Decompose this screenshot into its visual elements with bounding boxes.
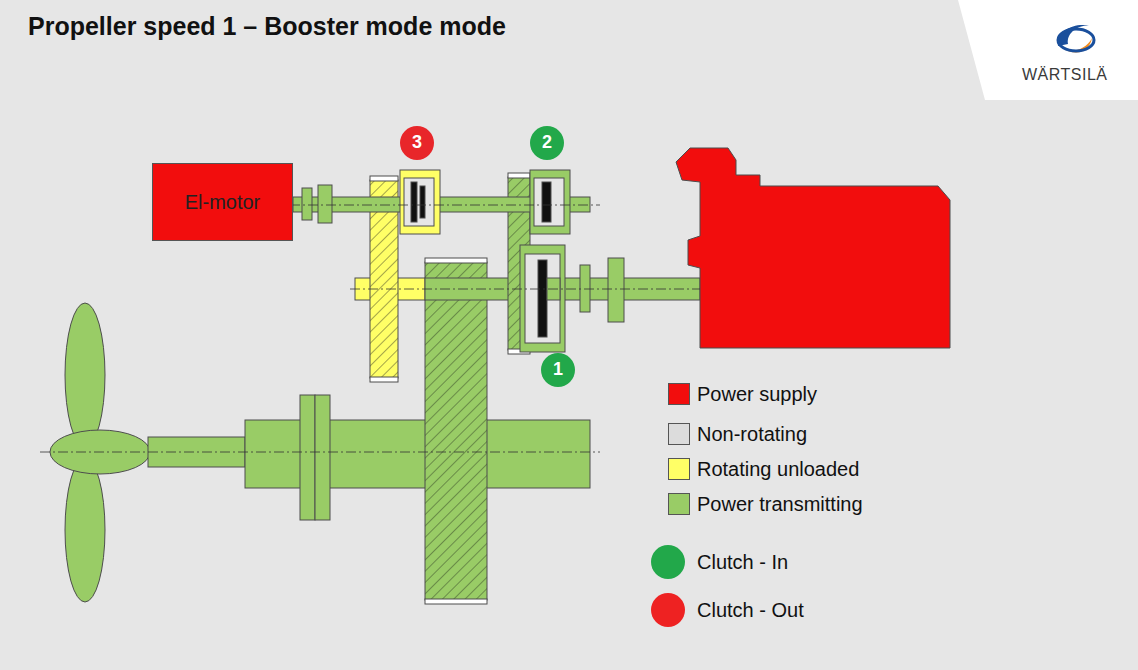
callout-number: 3	[400, 126, 434, 160]
clutch-plate	[420, 186, 425, 218]
logo-wordmark: WÄRTSILÄ	[1022, 66, 1108, 84]
motor-box: El-motor	[152, 163, 293, 241]
legend-swatch	[668, 458, 690, 480]
callout-number: 2	[530, 126, 564, 160]
legend-swatch	[668, 423, 690, 445]
clutch-cavity	[404, 178, 434, 226]
legend-text: Rotating unloaded	[697, 457, 859, 481]
clutch-housing	[530, 170, 570, 234]
clutch-plate	[538, 260, 547, 337]
gear-teeth	[370, 377, 398, 382]
gear-teeth	[508, 173, 530, 178]
flange	[300, 395, 315, 520]
clutch-plate	[411, 182, 417, 222]
slide-title: Propeller speed 1 – Booster mode mode	[28, 12, 506, 41]
legend-circle	[651, 593, 685, 627]
legend-swatch	[668, 493, 690, 515]
legend-text: Non-rotating	[697, 422, 807, 446]
clutch-housing	[400, 170, 440, 234]
output-shaft	[245, 420, 590, 488]
legend-circle	[651, 545, 685, 579]
diesel-engine	[676, 148, 950, 348]
coupling	[302, 188, 312, 220]
logo-panel	[958, 0, 1138, 100]
propeller-blade	[65, 303, 105, 447]
callout-text: 1	[553, 360, 563, 380]
gear-teeth	[425, 599, 487, 604]
callout-text: 3	[412, 133, 422, 153]
legend-text: Clutch - In	[697, 550, 788, 574]
legend-text: Clutch - Out	[697, 598, 804, 622]
legend-swatch	[668, 383, 690, 405]
callout-number: 1	[541, 353, 575, 387]
logo-ring	[1058, 29, 1094, 51]
gear-teeth	[425, 258, 487, 263]
legend-text: Power transmitting	[697, 492, 863, 516]
centre-line	[40, 452, 600, 453]
coupling	[580, 265, 590, 312]
coupling	[318, 185, 332, 223]
gear-teeth	[370, 176, 398, 181]
clutch-cavity	[525, 254, 560, 343]
centre-line	[350, 289, 700, 290]
clutch-plate	[542, 182, 551, 222]
output-gear	[425, 262, 487, 600]
centre-line	[290, 205, 600, 206]
coupling	[608, 258, 624, 322]
propeller-blade	[65, 458, 105, 602]
flange	[315, 395, 330, 520]
callout-text: 2	[542, 133, 552, 153]
clutch-housing	[520, 245, 565, 352]
legend-text: Power supply	[697, 382, 817, 406]
node-label: El-motor	[185, 191, 261, 213]
clutch-cavity	[534, 178, 564, 226]
